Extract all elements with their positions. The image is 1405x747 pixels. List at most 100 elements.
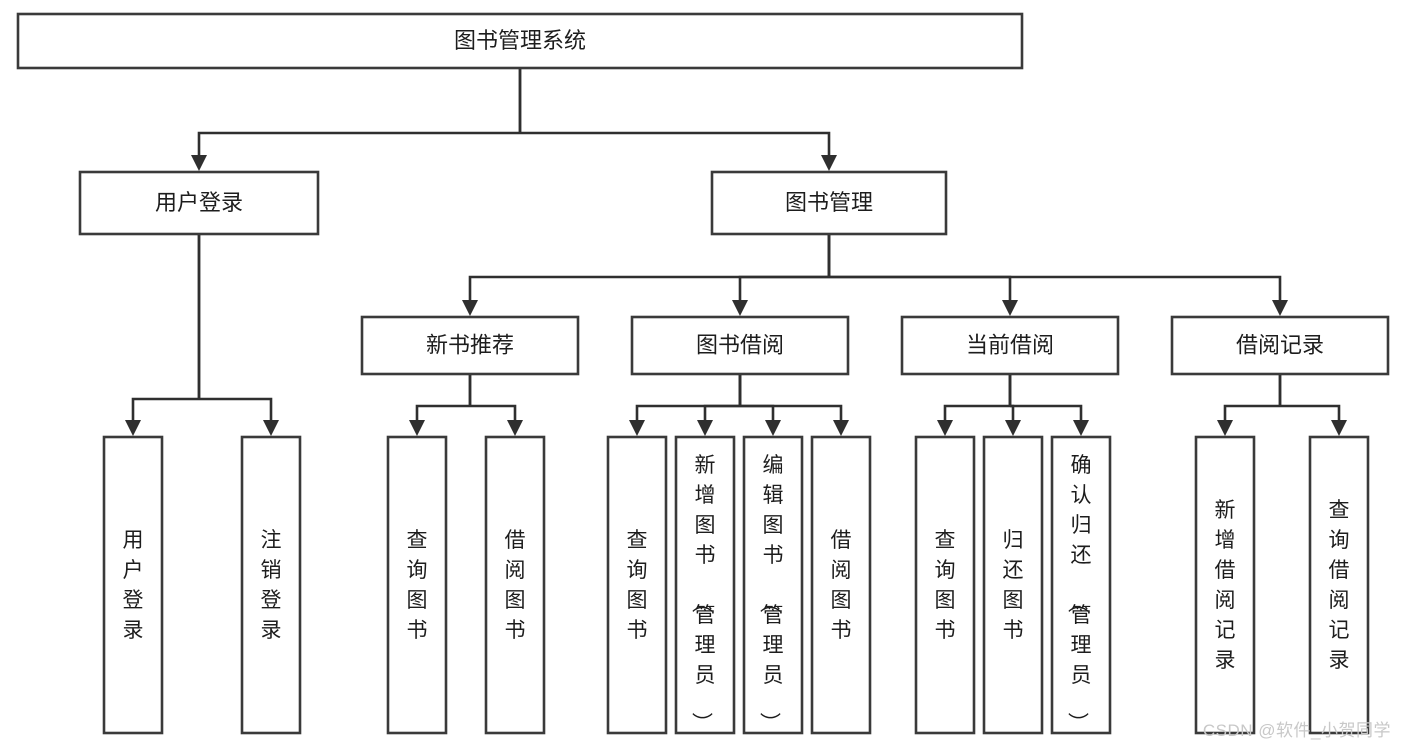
node-box[interactable]	[78, 170, 320, 236]
connector-book-borrow-to-leaf-borrow-book-bb	[738, 374, 849, 436]
node-box[interactable]	[914, 435, 976, 735]
connector-current-borrow-to-leaf-query-book-cb	[937, 374, 1012, 436]
connector-layer	[125, 68, 1347, 436]
node-user-login[interactable]: 用户登录	[78, 170, 320, 236]
node-leaf-query-book-nbr[interactable]: 查询图书	[386, 435, 448, 735]
node-label: 图书管理系统	[454, 28, 586, 53]
connector-branch	[131, 397, 199, 422]
node-label: 借阅记录	[1236, 332, 1324, 357]
node-label: 归还图书	[1003, 529, 1024, 642]
node-box[interactable]	[484, 435, 546, 735]
connector-book-manage-to-new-book-recommend	[462, 234, 831, 316]
connector-branch	[740, 404, 775, 422]
arrow-head-icon	[1005, 420, 1021, 436]
node-leaf-query-book-bb[interactable]: 查询图书	[606, 435, 668, 735]
node-current-borrow[interactable]: 当前借阅	[900, 315, 1120, 376]
arrow-head-icon	[833, 420, 849, 436]
node-leaf-query-book-cb[interactable]: 查询图书	[914, 435, 976, 735]
connector-book-manage-to-borrow-record	[827, 234, 1288, 316]
node-box[interactable]	[1050, 435, 1112, 735]
node-box[interactable]	[16, 12, 1024, 70]
connector-branch	[470, 404, 517, 422]
node-new-book-recommend[interactable]: 新书推荐	[360, 315, 580, 376]
node-leaf-confirm-return[interactable]: 确认归还（管理员）	[1050, 435, 1112, 735]
node-leaf-borrow-book-nbr[interactable]: 借阅图书	[484, 435, 546, 735]
node-box[interactable]	[1170, 315, 1390, 376]
node-leaf-borrow-book-bb[interactable]: 借阅图书	[810, 435, 872, 735]
node-leaf-add-record[interactable]: 新增借阅记录	[1194, 435, 1256, 735]
connector-new-book-recommend-to-leaf-query-book-nbr	[409, 374, 472, 436]
connector-branch	[199, 397, 273, 422]
connector-branch	[943, 404, 1010, 422]
node-leaf-logout[interactable]: 注销登录	[240, 435, 302, 735]
connector-new-book-recommend-to-leaf-borrow-book-nbr	[468, 374, 523, 436]
arrow-head-icon	[1073, 420, 1089, 436]
node-root[interactable]: 图书管理系统	[16, 12, 1024, 70]
connector-root-to-book-manage	[518, 68, 837, 171]
node-label: 图书借阅	[696, 332, 784, 357]
connector-branch	[520, 131, 831, 157]
connector-branch	[1010, 404, 1083, 422]
node-borrow-record[interactable]: 借阅记录	[1170, 315, 1390, 376]
arrow-head-icon	[765, 420, 781, 436]
node-label: 新增借阅记录	[1215, 499, 1236, 672]
node-label: 借阅图书	[831, 529, 852, 642]
node-leaf-user-login[interactable]: 用户登录	[102, 435, 164, 735]
connector-branch	[740, 404, 843, 422]
connector-branch	[829, 275, 1012, 302]
node-label: 借阅图书	[505, 529, 526, 642]
arrow-head-icon	[821, 155, 837, 171]
connector-book-manage-to-current-borrow	[827, 234, 1018, 316]
node-box[interactable]	[630, 315, 850, 376]
node-label: 用户登录	[123, 529, 144, 642]
node-box[interactable]	[102, 435, 164, 735]
node-box[interactable]	[606, 435, 668, 735]
node-label: 查询图书	[407, 529, 428, 642]
connector-current-borrow-to-leaf-confirm-return	[1008, 374, 1089, 436]
arrow-head-icon	[409, 420, 425, 436]
node-label: 查询图书	[627, 529, 648, 642]
connector-branch	[738, 275, 829, 302]
node-box[interactable]	[982, 435, 1044, 735]
connector-branch	[1223, 404, 1280, 422]
node-label: 用户登录	[155, 190, 243, 215]
node-leaf-return-book[interactable]: 归还图书	[982, 435, 1044, 735]
node-box[interactable]	[1308, 435, 1370, 735]
node-box[interactable]	[742, 435, 804, 735]
connector-book-manage-to-book-borrow	[732, 234, 831, 316]
node-leaf-query-record[interactable]: 查询借阅记录	[1308, 435, 1370, 735]
node-box[interactable]	[900, 315, 1120, 376]
arrow-head-icon	[732, 300, 748, 316]
connector-branch	[829, 275, 1282, 302]
arrow-head-icon	[125, 420, 141, 436]
node-leaf-edit-book[interactable]: 编辑图书（管理员）	[742, 435, 804, 735]
connector-borrow-record-to-leaf-query-record	[1278, 374, 1347, 436]
node-box[interactable]	[240, 435, 302, 735]
arrow-head-icon	[263, 420, 279, 436]
node-label: 注销登录	[261, 529, 282, 642]
arrow-head-icon	[191, 155, 207, 171]
node-box[interactable]	[810, 435, 872, 735]
node-box[interactable]	[710, 170, 948, 236]
connector-branch	[635, 404, 740, 422]
arrow-head-icon	[629, 420, 645, 436]
node-box[interactable]	[386, 435, 448, 735]
connector-user-login-to-leaf-logout	[197, 234, 279, 436]
node-layer: 图书管理系统用户登录图书管理新书推荐图书借阅当前借阅借阅记录用户登录注销登录查询…	[16, 12, 1390, 735]
connector-root-to-user-login	[191, 68, 522, 171]
node-label: 编辑图书（管理员）	[758, 454, 784, 733]
node-label: 查询图书	[935, 529, 956, 642]
node-box[interactable]	[1194, 435, 1256, 735]
arrow-head-icon	[1272, 300, 1288, 316]
node-leaf-add-book[interactable]: 新增图书（管理员）	[674, 435, 736, 735]
connector-branch	[703, 404, 740, 422]
node-book-manage[interactable]: 图书管理	[710, 170, 948, 236]
connector-branch	[197, 131, 520, 157]
node-box[interactable]	[360, 315, 580, 376]
node-book-borrow[interactable]: 图书借阅	[630, 315, 850, 376]
node-box[interactable]	[674, 435, 736, 735]
arrow-head-icon	[462, 300, 478, 316]
watermark: CSDN @软件_小贺同学	[1202, 721, 1391, 740]
